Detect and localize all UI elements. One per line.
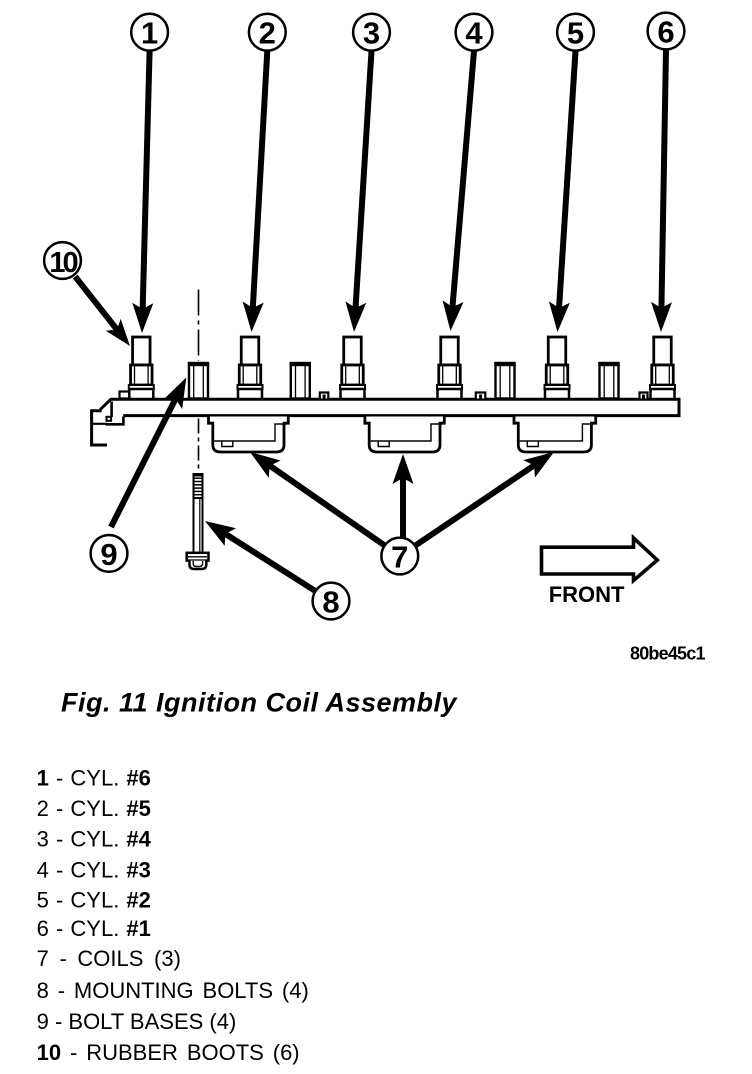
svg-text:6: 6 <box>657 14 674 49</box>
svg-text:9 - BOLT BASES (4): 9 - BOLT BASES (4) <box>37 1009 237 1034</box>
svg-text:7 - COILS (3): 7 - COILS (3) <box>37 946 181 971</box>
svg-text:8: 8 <box>322 584 339 619</box>
svg-text:3 - CYL. #4: 3 - CYL. #4 <box>37 827 152 852</box>
svg-text:FRONT: FRONT <box>549 582 625 607</box>
svg-text:80be45c1: 80be45c1 <box>630 644 705 664</box>
svg-text:7: 7 <box>391 539 408 574</box>
svg-text:9: 9 <box>100 537 117 572</box>
svg-text:4: 4 <box>465 16 483 51</box>
svg-text:2: 2 <box>259 16 276 51</box>
svg-text:1 - CYL. #6: 1 - CYL. #6 <box>37 766 151 791</box>
svg-text:2 - CYL. #5: 2 - CYL. #5 <box>37 796 151 821</box>
svg-text:10 - RUBBER BOOTS (6): 10 - RUBBER BOOTS (6) <box>37 1040 300 1065</box>
svg-text:3: 3 <box>363 16 380 51</box>
svg-text:5: 5 <box>567 16 584 51</box>
svg-text:Fig. 11 Ignition Coil Assembly: Fig. 11 Ignition Coil Assembly <box>61 688 459 718</box>
svg-text:4 - CYL. #3: 4 - CYL. #3 <box>37 857 151 882</box>
svg-text:8 - MOUNTING BOLTS (4): 8 - MOUNTING BOLTS (4) <box>37 978 309 1003</box>
svg-text:6 - CYL. #1: 6 - CYL. #1 <box>37 916 151 941</box>
svg-text:1: 1 <box>141 16 158 51</box>
svg-text:10: 10 <box>49 247 77 279</box>
svg-text:5 - CYL. #2: 5 - CYL. #2 <box>37 888 151 913</box>
